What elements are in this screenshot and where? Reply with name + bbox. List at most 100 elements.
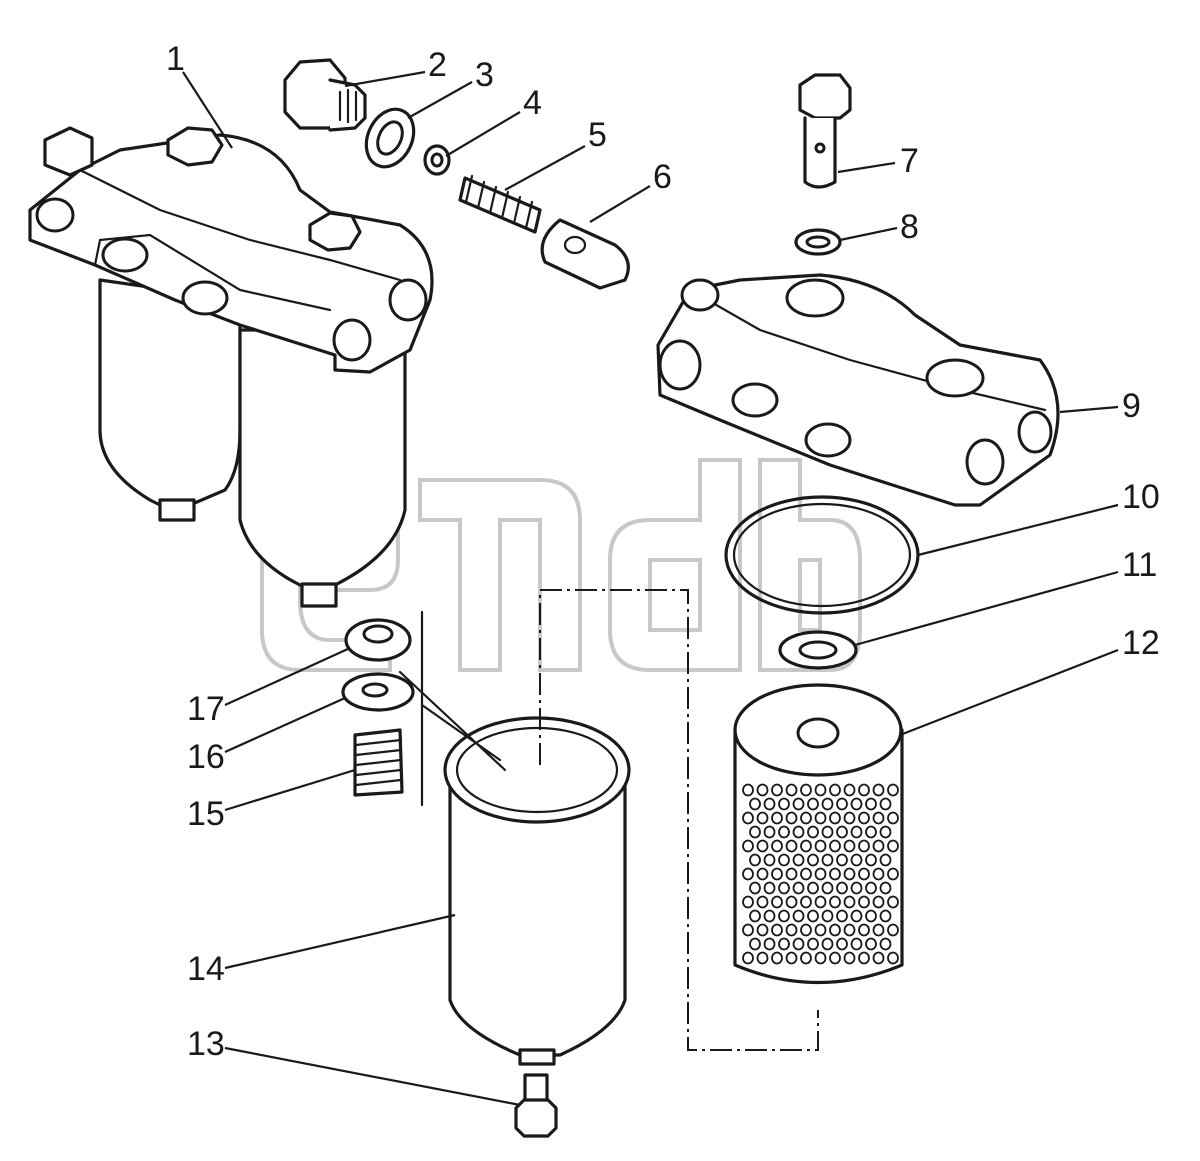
callout-1: 1 <box>166 40 185 78</box>
perforation-hole <box>771 811 783 825</box>
perforation-hole <box>742 923 754 937</box>
part-12-filter-element <box>733 683 904 985</box>
perforation-hole <box>814 839 827 853</box>
perforation-hole <box>865 797 877 811</box>
perforation-hole <box>785 923 798 937</box>
perforation-hole <box>800 811 812 825</box>
part-16-washer <box>341 672 415 712</box>
part-11-seal <box>778 630 858 670</box>
perforation-hole <box>778 825 790 839</box>
perforation-hole <box>887 839 899 853</box>
perforation-hole <box>850 797 863 811</box>
callout-9: 9 <box>1122 387 1141 425</box>
perforation-hole <box>814 783 827 797</box>
perforation-hole <box>742 839 754 853</box>
perforation-hole <box>792 797 805 811</box>
perforation-hole <box>887 783 899 797</box>
perforation-hole <box>872 839 885 853</box>
perforation-hole <box>865 853 877 867</box>
callout-16: 16 <box>187 738 225 776</box>
perforation-hole <box>807 797 819 811</box>
perforation-hole <box>836 881 848 895</box>
perforation-hole <box>771 839 783 853</box>
part-9-filter-head <box>656 273 1060 507</box>
perforation-hole <box>850 909 863 923</box>
perforation-hole <box>872 783 885 797</box>
perforation-hole <box>800 895 812 909</box>
perforation-hole <box>785 811 798 825</box>
callout-4: 4 <box>523 84 542 122</box>
perforation-hole <box>763 909 776 923</box>
perforation-hole <box>763 853 776 867</box>
perforation-hole <box>814 923 827 937</box>
callout-13: 13 <box>187 1025 225 1063</box>
perforation-hole <box>858 923 870 937</box>
perforation-hole <box>887 895 899 909</box>
part-3-washer <box>364 107 416 169</box>
perforation-hole <box>843 895 856 909</box>
perforation-hole <box>749 909 761 923</box>
perforation-hole <box>887 811 899 825</box>
perforation-hole <box>771 895 783 909</box>
filter-perforations <box>742 783 899 965</box>
perforation-hole <box>843 951 856 965</box>
perforation-hole <box>872 867 885 881</box>
perforation-hole <box>879 853 892 867</box>
perforation-hole <box>742 783 754 797</box>
perforation-hole <box>785 867 798 881</box>
perforation-hole <box>843 783 856 797</box>
perforation-hole <box>887 923 899 937</box>
perforation-hole <box>778 881 790 895</box>
perforation-hole <box>843 811 856 825</box>
perforation-hole <box>821 909 834 923</box>
perforation-hole <box>814 895 827 909</box>
perforation-hole <box>749 937 761 951</box>
perforation-hole <box>858 811 870 825</box>
callout-12: 12 <box>1122 624 1160 662</box>
leader-lines <box>182 70 1119 1107</box>
perforation-hole <box>742 951 754 965</box>
perforation-hole <box>749 881 761 895</box>
part-1-twin-filter-assembly <box>28 126 434 608</box>
perforation-hole <box>879 825 892 839</box>
perforation-hole <box>771 783 783 797</box>
perforation-hole <box>865 825 877 839</box>
part-7-banjo-bolt <box>798 73 852 189</box>
perforation-hole <box>800 867 812 881</box>
callout-numbers: 1 2 3 4 5 6 7 8 9 10 11 12 13 14 15 16 1… <box>166 40 1160 1063</box>
part-13-drain-plug <box>514 1073 558 1138</box>
perforation-hole <box>829 839 841 853</box>
perforation-hole <box>785 951 798 965</box>
perforation-hole <box>821 937 834 951</box>
perforation-hole <box>865 881 877 895</box>
perforation-hole <box>807 825 819 839</box>
perforation-hole <box>872 923 885 937</box>
perforation-hole <box>814 951 827 965</box>
perforation-hole <box>879 881 892 895</box>
callout-5: 5 <box>588 116 607 154</box>
perforation-hole <box>763 937 776 951</box>
perforation-hole <box>850 853 863 867</box>
perforation-hole <box>879 797 892 811</box>
perforation-hole <box>850 881 863 895</box>
callout-8: 8 <box>900 208 919 246</box>
perforation-hole <box>829 783 841 797</box>
perforation-hole <box>778 937 790 951</box>
part-6-valve-piston <box>540 218 630 290</box>
perforation-hole <box>858 839 870 853</box>
perforation-hole <box>858 895 870 909</box>
perforation-hole <box>778 853 790 867</box>
perforation-hole <box>821 853 834 867</box>
perforation-hole <box>785 783 798 797</box>
perforation-hole <box>792 825 805 839</box>
perforation-hole <box>872 951 885 965</box>
perforation-hole <box>807 937 819 951</box>
perforation-hole <box>879 937 892 951</box>
perforation-hole <box>763 797 776 811</box>
perforation-hole <box>756 839 769 853</box>
perforation-hole <box>829 895 841 909</box>
perforation-hole <box>771 923 783 937</box>
perforation-hole <box>756 951 769 965</box>
part-2-plug-bolt <box>283 58 367 132</box>
